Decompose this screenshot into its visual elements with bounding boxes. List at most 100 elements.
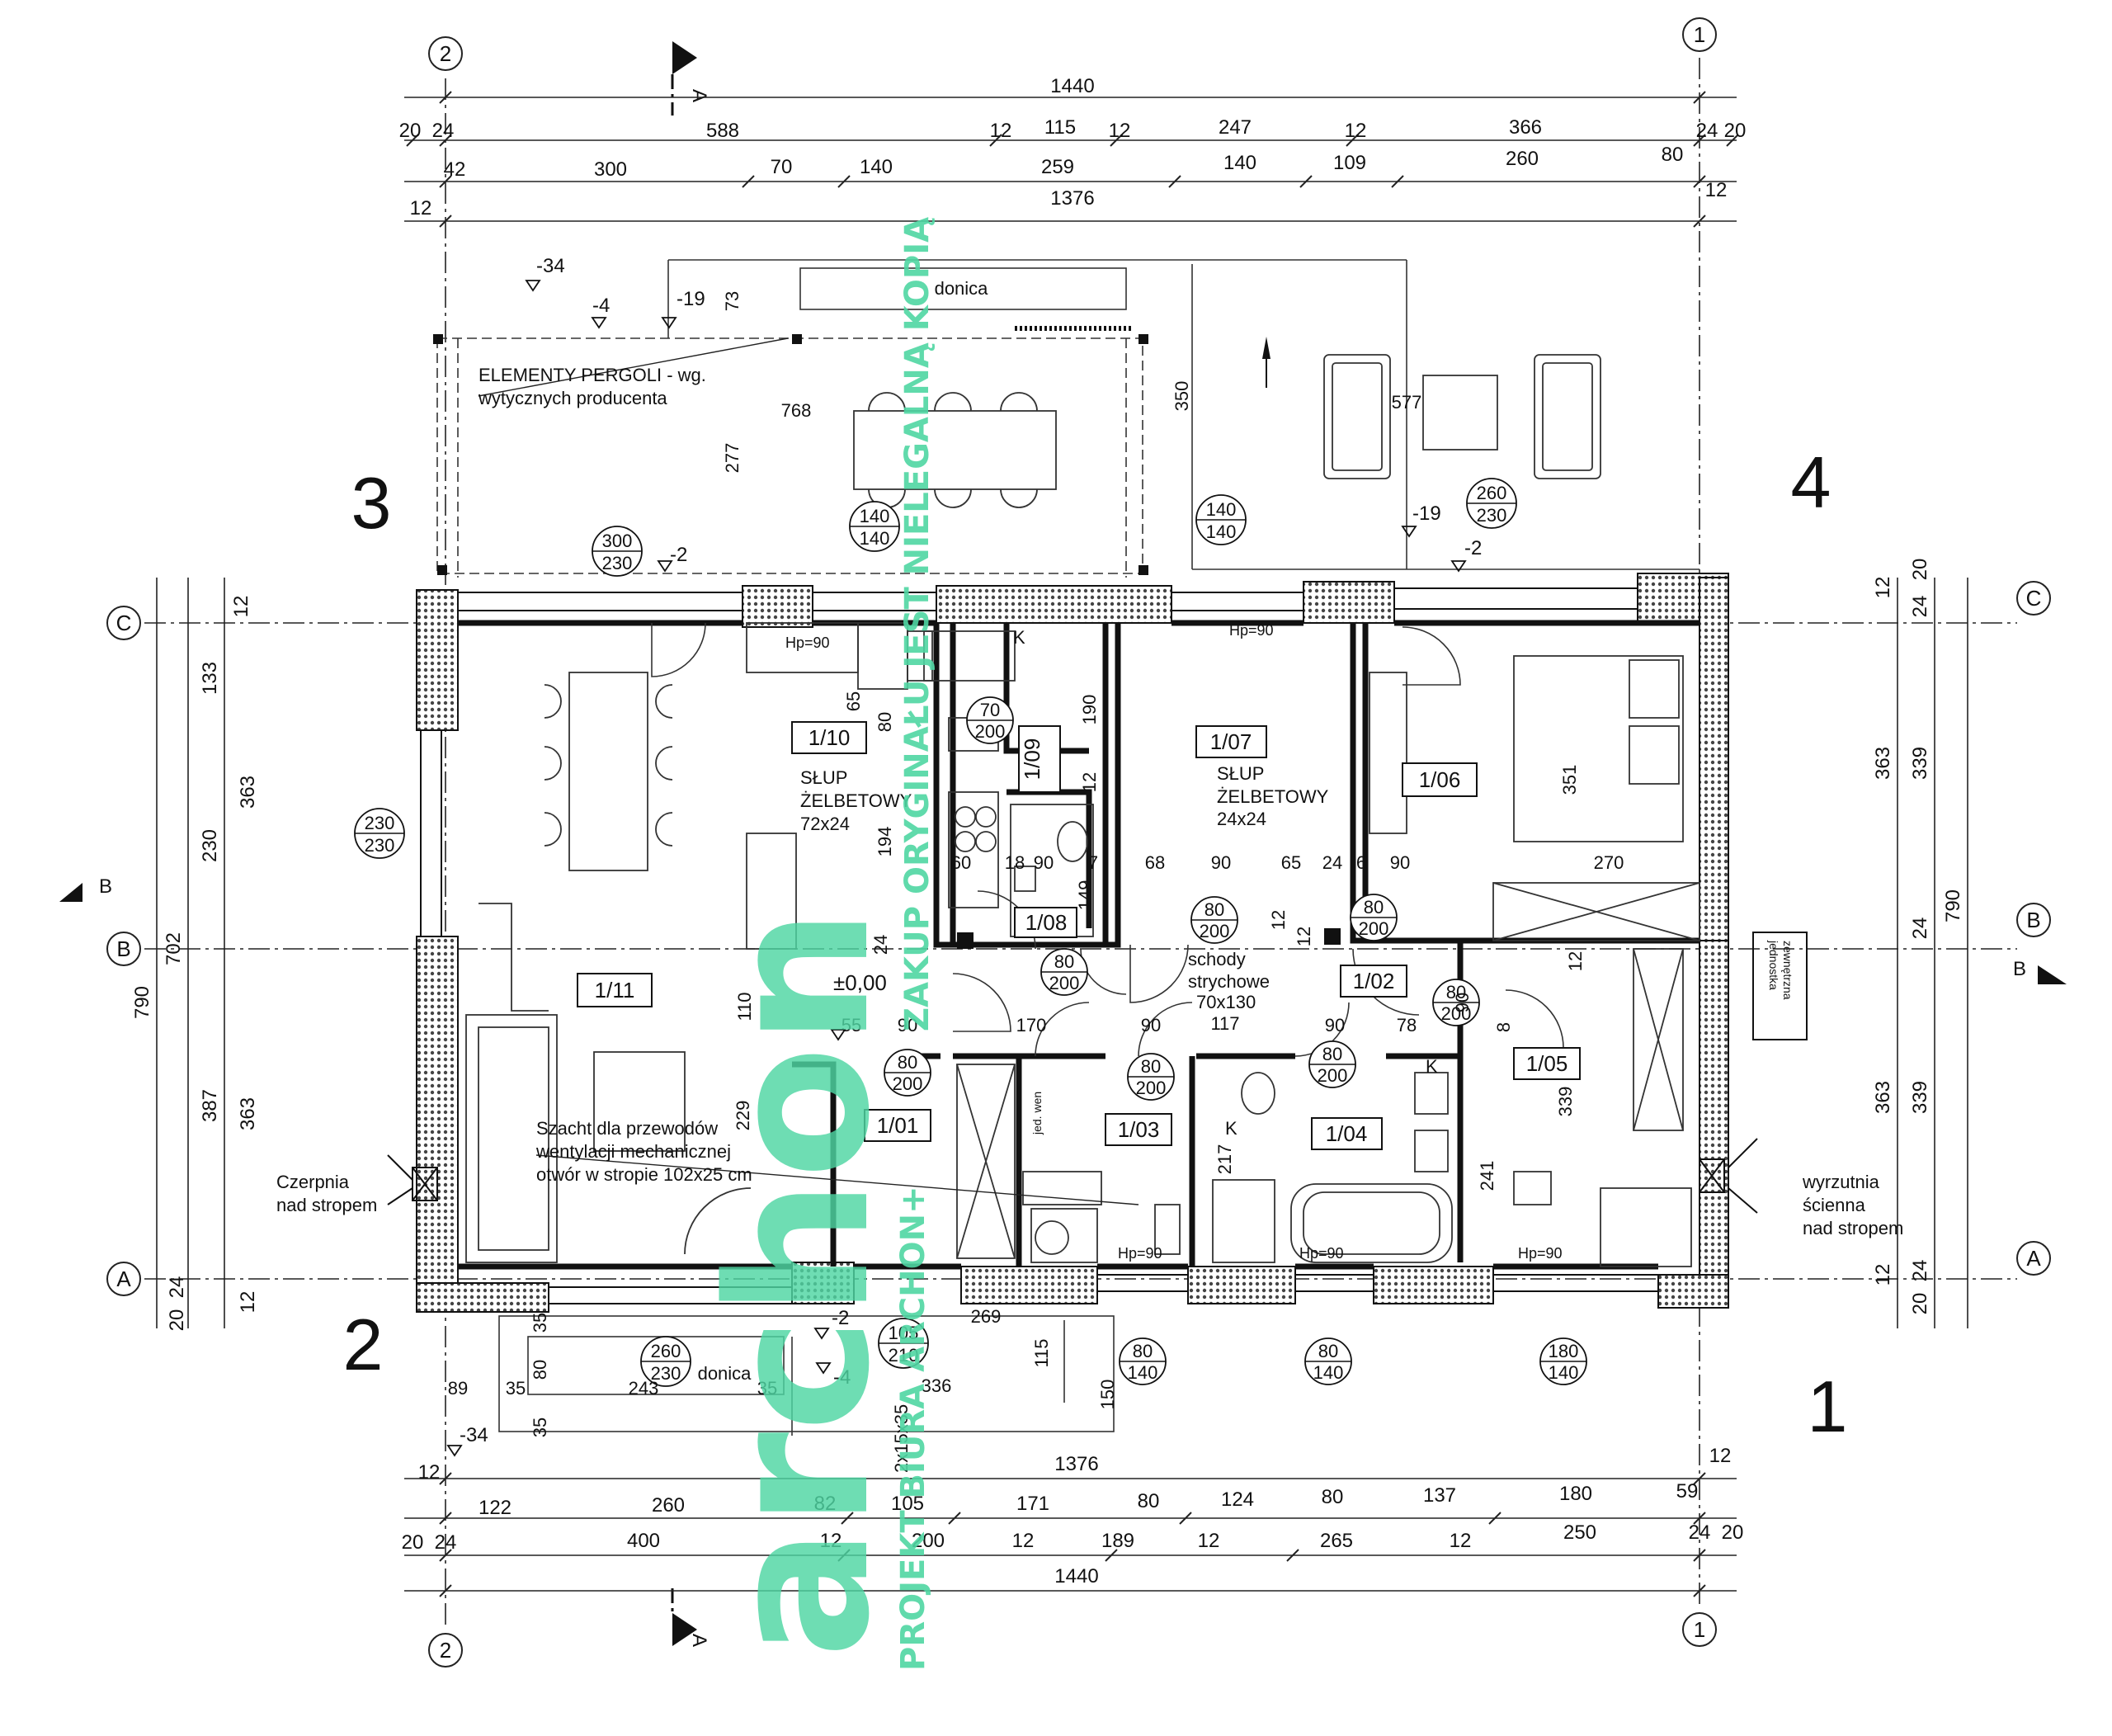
dim-bottom-r3-2: 400 [627, 1530, 660, 1552]
dim-bottom-r3-0: 20 [402, 1531, 424, 1554]
note-pergola-2: wytycznych producenta [478, 388, 667, 408]
dim-bottom-r3-8: 265 [1320, 1530, 1353, 1552]
dim-top-r4-1: 1376 [1050, 187, 1094, 210]
bathroom-1-03-fixtures [956, 1064, 1181, 1263]
dim-bottom-r1-1: 1376 [1054, 1453, 1098, 1475]
room-label-1-05: 1/05 [1526, 1051, 1568, 1076]
exterior-walls [416, 573, 1729, 1313]
dim-top-r2-6: 247 [1219, 116, 1252, 139]
inner-dim-33: 8 [1493, 1022, 1514, 1032]
inner-dim-15: 68 [1145, 852, 1165, 873]
note-column-1-line3: 72x24 [800, 814, 850, 834]
room-label-1-02: 1/02 [1353, 969, 1395, 993]
dim-bottom-r3-10: 250 [1563, 1521, 1596, 1544]
dim-top-r4-0: 12 [410, 197, 432, 219]
inner-dim-5: 65 [843, 691, 864, 711]
note-column-2-line1: SŁUP [1217, 763, 1264, 784]
dim-bottom-r2-6: 124 [1221, 1488, 1254, 1511]
section-markers [59, 41, 2067, 1646]
inner-dim-21: 270 [1594, 852, 1624, 873]
level-6: ±0,00 [833, 970, 887, 995]
opening-14-w: 105 [889, 1323, 919, 1343]
note-column-2-line2: ŻELBETOWY [1217, 786, 1329, 807]
inner-dim-34: 12 [1565, 951, 1586, 971]
inner-dim-17: 65 [1281, 852, 1301, 873]
inner-dim-18: 24 [1322, 852, 1342, 873]
note-shaft-3: otwór w stropie 102x25 cm [536, 1164, 752, 1185]
room-label-1-11: 1/11 [595, 978, 635, 1002]
opening-13-h: 230 [651, 1363, 681, 1384]
dim-right-8: 339 [1909, 1081, 1931, 1114]
room-label-1-09: 1/09 [1020, 738, 1044, 781]
bedroom-1-05-furniture [1513, 948, 1692, 1267]
opening-16-h: 140 [1313, 1362, 1344, 1383]
inner-dim-44: 243 [629, 1378, 659, 1399]
dim-left-10: 20 [166, 1309, 188, 1332]
bedroom-furniture [1369, 655, 1700, 941]
opening-2-h: 140 [1206, 521, 1237, 542]
opening-17-w: 180 [1549, 1341, 1579, 1361]
opening-1-w: 140 [860, 506, 890, 526]
level-7: -2 [832, 1307, 849, 1329]
dimension-ticks [406, 91, 1739, 1597]
note-k-bath-1-04: K [1426, 1056, 1438, 1077]
opening-6-w: 80 [1054, 951, 1074, 972]
dim-top-r2-8: 366 [1509, 116, 1542, 139]
dim-top-r3-4: 259 [1041, 156, 1074, 178]
dim-left-1: 133 [199, 662, 221, 695]
inner-dim-24: 110 [734, 992, 755, 1021]
dim-bottom-r3-4: 200 [912, 1530, 945, 1552]
dim-left-2: 363 [237, 776, 259, 809]
level-3: -19 [1412, 502, 1441, 525]
dim-bottom-r3-3: 12 [820, 1530, 842, 1552]
grid-axes [144, 58, 2017, 1625]
note-intake-2: nad stropem [276, 1195, 377, 1215]
living-furniture [465, 672, 797, 1263]
dim-right-9: 12 [1872, 1264, 1894, 1286]
dim-top-r1-0: 1440 [1050, 75, 1094, 97]
dim-bottom-r2-4: 171 [1016, 1493, 1049, 1515]
terrace-outline [436, 259, 1700, 578]
inner-dim-25: 55 [842, 1015, 861, 1035]
opening-11-w: 80 [1141, 1056, 1161, 1077]
corner-number-2: 2 [343, 1304, 384, 1385]
level-4: -2 [670, 544, 687, 566]
axis-label-1-top: 1 [1694, 22, 1705, 47]
axis-label-a-left: A [116, 1267, 131, 1291]
note-exhaust-1: wyrzutnia [1802, 1172, 1880, 1192]
level-5: -2 [1464, 537, 1482, 559]
dim-left-6: 363 [237, 1097, 259, 1130]
inner-dim-29: 117 [1210, 1013, 1239, 1034]
note-hp-bath-1-04: Hp=90 [1299, 1245, 1344, 1262]
dim-bottom-r3-1: 24 [435, 1531, 457, 1554]
opening-6-h: 200 [1049, 973, 1080, 993]
opening-8-w: 80 [1364, 897, 1384, 918]
watermark-text-2: ZAKUP ORYGINAŁU JEST NIELEGALNĄ KOPIĄ [898, 217, 936, 1031]
opening-markers [354, 478, 1587, 1387]
room-label-1-03: 1/03 [1118, 1117, 1160, 1142]
note-hp-bath-1-03: Hp=90 [1118, 1245, 1162, 1262]
opening-14-h: 210 [889, 1345, 919, 1366]
dim-right-0: 12 [1872, 577, 1894, 599]
inner-dim-35: 339 [1555, 1087, 1576, 1117]
note-shaft-2: wentylacji mechanicznej [535, 1141, 731, 1162]
opening-15-h: 140 [1128, 1362, 1158, 1383]
section-label-a-bottom: A [688, 1634, 710, 1647]
inner-dim-51: 12 [1268, 910, 1289, 930]
dim-left-3: 230 [199, 829, 221, 862]
dim-top-r2-7: 12 [1345, 120, 1367, 142]
inner-dim-43: 35 [506, 1378, 526, 1399]
dim-right-1: 24 [1909, 596, 1931, 618]
kitchen-furniture [746, 622, 1016, 908]
inner-dim-23: 24 [870, 935, 891, 955]
inner-dim-19: 6 [1356, 852, 1366, 873]
axis-label-c-right: C [2026, 586, 2042, 611]
axis-bubbles [106, 17, 2051, 1668]
dim-bottom-r2-8: 137 [1423, 1484, 1456, 1507]
dim-top-r3-5: 140 [1223, 152, 1256, 174]
inner-dim-50: 12 [1294, 927, 1314, 946]
dim-top-r3-7: 260 [1506, 148, 1539, 170]
corner-number-4: 4 [1791, 441, 1832, 523]
inner-dim-14: 149 [1075, 880, 1096, 911]
note-k-kitchen: K [1013, 627, 1025, 648]
